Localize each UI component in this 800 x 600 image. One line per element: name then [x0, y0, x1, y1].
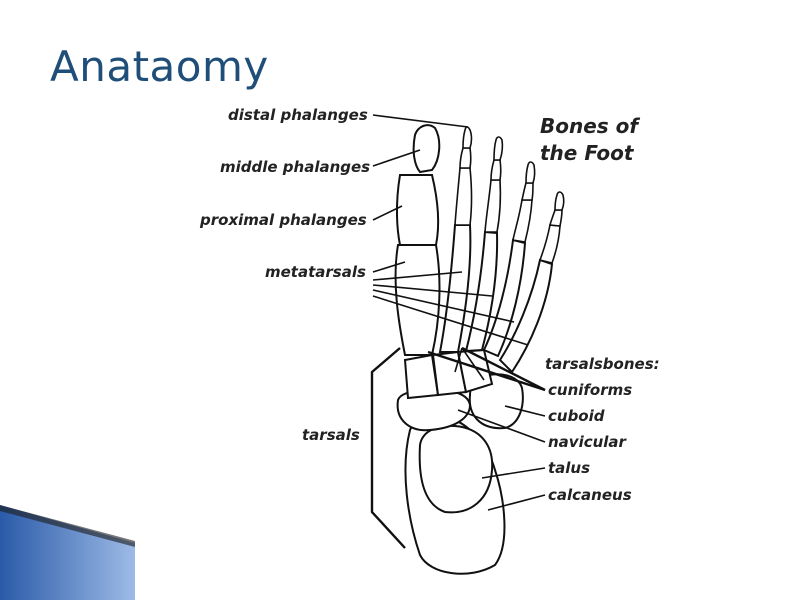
proximal-phalanx-5: [538, 224, 561, 264]
proximal-phalanx-1: [395, 174, 440, 246]
proximal-phalanx-4: [512, 199, 533, 243]
corner-decoration: [0, 505, 135, 600]
leader-middle: [372, 149, 421, 167]
distal-phalanx-1: [412, 124, 441, 174]
distal-phalanx-2: [462, 126, 473, 149]
label-cuniforms: cuniforms: [548, 381, 632, 399]
label-talus: talus: [548, 459, 590, 477]
middle-phalanx-4: [520, 182, 534, 201]
label-metatarsals: metatarsals: [265, 263, 366, 281]
leader-calcaneus: [487, 494, 546, 511]
diagram-heading-line1: Bones of: [540, 114, 640, 138]
leader-talus: [481, 467, 546, 479]
leader-cuniform-a: [461, 346, 546, 392]
leader-cuniform-c: [454, 347, 463, 373]
middle-phalanx-3: [490, 159, 502, 181]
distal-phalanx-4: [525, 161, 536, 184]
leader-cuniform-b: [427, 350, 546, 392]
label-tarsal-bones: tarsalsbones:: [545, 355, 660, 373]
label-tarsals: tarsals: [302, 426, 360, 444]
distal-phalanx-5: [554, 191, 565, 211]
label-middle-phalanges: middle phalanges: [220, 158, 370, 176]
leader-metatarsal-c: [372, 284, 493, 297]
diagram-heading-line2: the Foot: [540, 141, 635, 165]
middle-phalanx-2: [459, 147, 472, 169]
middle-phalanx-5: [548, 209, 563, 227]
leader-metatarsal-d: [372, 289, 515, 323]
leader-cuboid: [504, 405, 546, 417]
label-navicular: navicular: [548, 433, 628, 451]
leader-proximal: [372, 205, 403, 221]
tarsals-bracket: [370, 347, 406, 549]
distal-phalanx-3: [493, 136, 504, 161]
label-calcaneus: calcaneus: [548, 486, 632, 504]
proximal-phalanx-2: [454, 167, 473, 226]
talus-bone: [418, 424, 494, 514]
metatarsal-2: [438, 224, 472, 353]
label-distal-phalanges: distal phalanges: [228, 106, 368, 124]
leader-navicular: [457, 409, 546, 443]
metatarsal-4: [482, 238, 527, 358]
leader-cuniform-d: [461, 347, 485, 381]
slide-title: Anataomy: [50, 42, 269, 91]
leader-metatarsal-a: [372, 261, 406, 273]
proximal-phalanx-3: [484, 179, 502, 233]
label-cuboid: cuboid: [548, 407, 605, 425]
label-proximal-phalanges: proximal phalanges: [199, 211, 367, 229]
leader-distal: [372, 114, 469, 128]
leader-metatarsal-b: [372, 271, 463, 281]
metatarsal-3: [464, 230, 499, 353]
leader-metatarsal-e: [372, 295, 529, 346]
